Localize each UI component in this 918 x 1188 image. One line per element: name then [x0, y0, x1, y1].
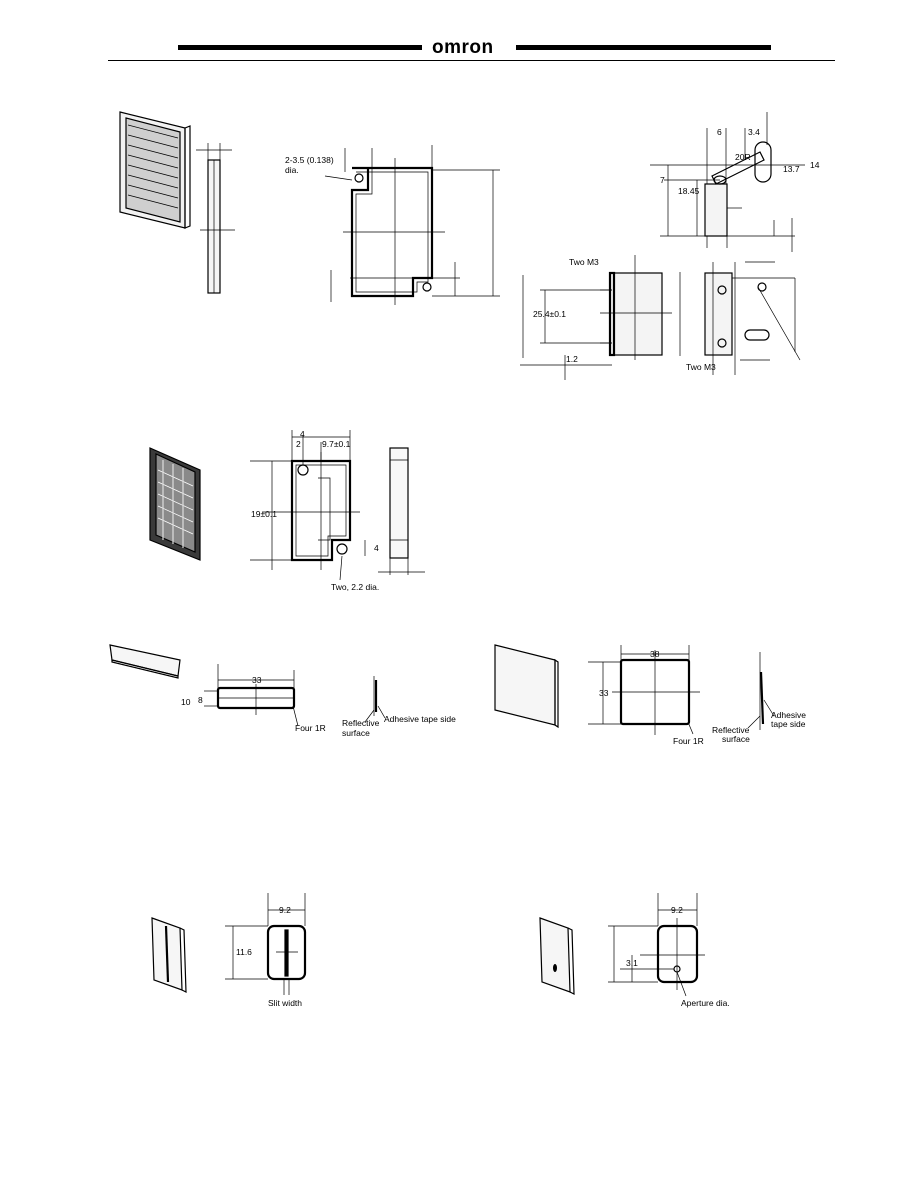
tape-perspective-1 — [109, 644, 181, 679]
fig2-dim-3-4: 3.4 — [748, 127, 760, 137]
bracket-side-view-2: Two M3 — [686, 261, 801, 375]
slit-mask-front-view: 9.2 11.6 Slit width — [225, 893, 307, 1008]
fig4-dim-4-side: 4 — [374, 543, 379, 553]
header-rule-left — [178, 45, 422, 50]
fig3-two-m3-bottom: Two M3 — [686, 362, 716, 372]
fig4-dim-19: 19±0.1 — [251, 509, 277, 519]
tape-front-view-2: 38 33 Four 1R — [588, 645, 704, 746]
fig6-corner: Four 1R — [673, 736, 704, 746]
fig6-reflective: Reflective — [712, 725, 750, 735]
fig1-hole-note-line1: 2-3.5 (0.138) — [285, 155, 334, 165]
header-rule-right — [516, 45, 771, 50]
tape-side-view-2: Reflective surface Adhesive tape side — [712, 652, 806, 744]
fig8-aperture-dia: Aperture dia. — [681, 998, 730, 1008]
fig5-adhesive: Adhesive tape side — [384, 714, 456, 724]
bracket-side-view: 6 3.4 20R 7 13.7 14 18.45 — [650, 112, 820, 252]
slit-mask-perspective — [151, 917, 187, 993]
fig6-surface: surface — [722, 734, 750, 744]
fig3-dim-1-2: 1.2 — [566, 354, 578, 364]
fig2-dim-14: 14 — [810, 160, 820, 170]
reflector-side-view-2 — [378, 447, 425, 575]
reflector-front-view-2: 4 2 9.7±0.1 19±0.1 4 Two, 2.2 dia. — [250, 429, 379, 592]
fig4-dim-4-top: 4 — [300, 429, 305, 439]
fig7-dim-9-2: 9.2 — [279, 905, 291, 915]
fig3-two-m3-top: Two M3 — [569, 257, 599, 267]
fig2-dim-7: 7 — [660, 175, 665, 185]
aperture-mask-perspective — [539, 917, 575, 995]
omron-logo: omron — [432, 37, 494, 58]
reflector-side-view-1 — [196, 143, 235, 294]
fig4-dim-9-7: 9.7±0.1 — [322, 439, 351, 449]
aperture-mask-front-view: 9.2 3.1 Aperture dia. — [608, 893, 730, 1008]
reflector-perspective-1 — [119, 111, 191, 229]
reflector-front-view-1: 2-3.5 (0.138) dia. — [285, 145, 500, 305]
fig8-dim-3-1: 3.1 — [626, 958, 638, 968]
fig2-dim-13-7: 13.7 — [783, 164, 800, 174]
fig1-hole-note-line2: dia. — [285, 165, 299, 175]
tape-side-view-1: Reflective surface Adhesive tape side — [342, 676, 456, 738]
fig6-dim-33: 33 — [599, 688, 609, 698]
fig5-corner: Four 1R — [295, 723, 326, 733]
fig7-slit-width: Slit width — [268, 998, 302, 1008]
fig5-surface: surface — [342, 728, 370, 738]
reflector-perspective-2 — [149, 447, 201, 561]
fig4-holes-note: Two, 2.2 dia. — [331, 582, 379, 592]
fig4-dim-2: 2 — [296, 439, 301, 449]
header-underline — [108, 60, 835, 61]
bracket-front-view: Two M3 25.4±0.1 1.2 — [520, 255, 681, 380]
fig2-dim-20r: 20R — [735, 152, 751, 162]
fig2-dim-18-45: 18.45 — [678, 186, 700, 196]
fig2-dim-6: 6 — [717, 127, 722, 137]
tape-front-view-1: 33 10 8 Four 1R — [181, 664, 326, 733]
fig7-dim-11-6: 11.6 — [236, 947, 252, 957]
fig3-dim-25-4: 25.4±0.1 — [533, 309, 566, 319]
fig5-dim-33: 33 — [252, 675, 262, 685]
tape-perspective-2 — [494, 644, 559, 729]
fig5-reflective: Reflective — [342, 718, 380, 728]
fig6-dim-38: 38 — [650, 649, 660, 659]
fig5-dim-10: 10 — [181, 697, 191, 707]
fig8-dim-9-2: 9.2 — [671, 905, 683, 915]
fig6-adhesive-1: Adhesive — [771, 710, 806, 720]
fig6-adhesive-2: tape side — [771, 719, 806, 729]
fig5-dim-8: 8 — [198, 695, 203, 705]
